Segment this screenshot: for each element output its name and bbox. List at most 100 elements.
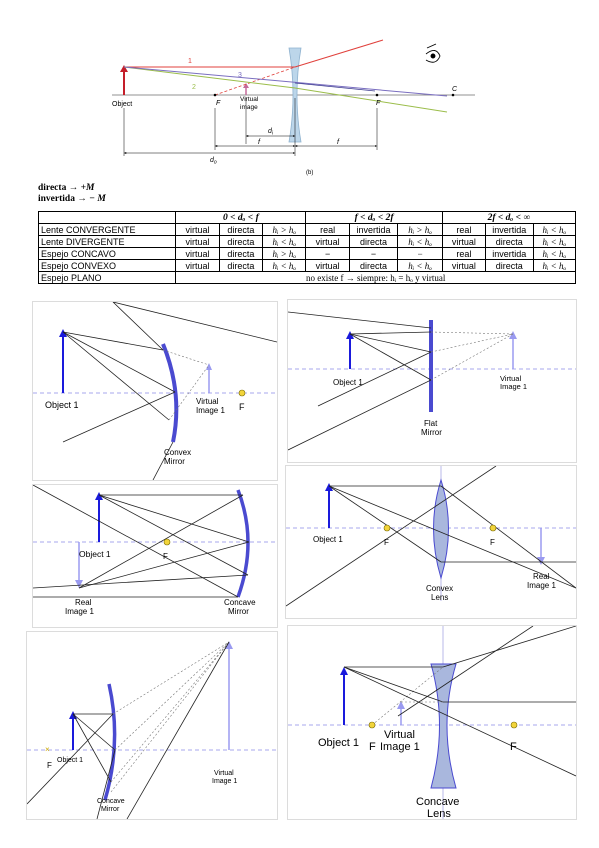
- concave-lens-shape: [430, 663, 457, 789]
- row-name: Lente DIVERGENTE: [37, 235, 177, 248]
- table-cell: directa: [218, 235, 264, 248]
- table-cell: virtual: [305, 259, 350, 272]
- p5-focus-label: F: [47, 761, 52, 770]
- p4-object-label: Object 1: [313, 535, 343, 544]
- image-properties-table: 0 < dₒ < f f < dₒ < 2f 2f < dₒ < ∞ Lente…: [37, 211, 577, 284]
- table-cell: virtual: [441, 235, 487, 248]
- table-cell: hᵢ > hₒ: [262, 223, 307, 236]
- table-cell: directa: [348, 235, 399, 248]
- corner-cell: [37, 211, 177, 224]
- legend-arrow: →: [77, 194, 87, 204]
- p3-object-label: Object 1: [79, 549, 111, 559]
- legend-invertida-value: − M: [89, 194, 106, 204]
- table-cell: virtual: [175, 235, 220, 248]
- legend-directa-word: directa: [38, 183, 67, 193]
- p5-object-label: Object 1: [57, 757, 83, 764]
- eye-icon: [425, 43, 441, 63]
- table-cell: hᵢ < hₒ: [262, 235, 307, 248]
- header-range-3: 2f < dₒ < ∞: [441, 211, 577, 224]
- table-row-plano: Espejo PLANO no existe f → siempre: hᵢ =…: [37, 271, 576, 284]
- table-cell: directa: [218, 259, 264, 272]
- plano-note: no existe f → siempre: hᵢ = hₒ y virtual: [175, 271, 576, 284]
- legend-line-invertida: invertida → − M: [38, 194, 106, 205]
- table-cell: hᵢ < hₒ: [397, 235, 443, 248]
- table-cell: directa: [485, 259, 534, 272]
- diverging-lens: [288, 47, 302, 143]
- row-name: Espejo CONCAVO: [37, 247, 177, 260]
- table-cell: invertida: [485, 223, 534, 236]
- header-range-1: 0 < dₒ < f: [175, 211, 307, 224]
- table-cell: real: [305, 223, 350, 236]
- table-cell: virtual: [305, 235, 350, 248]
- table-cell: hᵢ < hₒ: [262, 259, 307, 272]
- p1-object-label: Object 1: [45, 400, 79, 410]
- table-cell: virtual: [175, 247, 220, 260]
- p6-focus-right-label: F: [510, 741, 517, 753]
- table-cell: directa: [348, 259, 399, 272]
- table-cell: directa: [218, 247, 264, 260]
- do-label: do: [210, 157, 217, 166]
- row-name: Lente CONVERGENTE: [37, 223, 177, 236]
- table-cell: hᵢ < hₒ: [532, 247, 577, 260]
- object-label: Object: [112, 101, 132, 108]
- p6-object-label: Object 1: [318, 737, 359, 749]
- table-cell: hᵢ < hₒ: [532, 223, 577, 236]
- sign-convention-legend: directa → +M invertida → − M: [38, 183, 106, 205]
- legend-directa-value: +M: [80, 183, 95, 193]
- diverging-lens-ray-diagram: 1 2 3 F F C Object Virtual image di f f …: [112, 39, 475, 176]
- table-cell: −: [305, 247, 350, 260]
- table-cell: invertida: [485, 247, 534, 260]
- f-left-label: F: [216, 100, 221, 107]
- f-right-label: F: [376, 100, 381, 107]
- p2-object-label: Object 1: [333, 378, 363, 387]
- row-name: Espejo CONVEXO: [37, 259, 177, 272]
- ray-1-label: 1: [188, 58, 192, 65]
- c-label: C: [452, 86, 458, 93]
- legend-arrow: →: [68, 183, 79, 193]
- table-cell: directa: [485, 235, 534, 248]
- table-cell: hᵢ > hₒ: [262, 247, 307, 260]
- table-cell: −: [397, 247, 443, 260]
- table-header-row: 0 < dₒ < f f < dₒ < 2f 2f < dₒ < ∞: [37, 211, 577, 224]
- table-cell: real: [441, 223, 487, 236]
- table-cell: hᵢ < hₒ: [397, 259, 443, 272]
- p4-focus-right-label: F: [490, 538, 495, 547]
- p5-focus-marker: ×: [45, 745, 50, 754]
- table-cell: hᵢ > hₒ: [397, 223, 443, 236]
- table-cell: virtual: [175, 259, 220, 272]
- table-cell: −: [348, 247, 399, 260]
- legend-invertida-word: invertida: [38, 194, 75, 204]
- di-label: di: [268, 128, 274, 137]
- p3-focus-label: F: [163, 552, 168, 561]
- row-name: Espejo PLANO: [37, 271, 177, 284]
- table-cell: invertida: [348, 223, 399, 236]
- table-cell: directa: [218, 223, 264, 236]
- virtual-image-label-1: Virtual: [240, 96, 259, 103]
- ray-2-label: 2: [192, 84, 196, 91]
- table-cell: hᵢ < hₒ: [532, 235, 577, 248]
- figure-caption: (b): [306, 170, 313, 176]
- virtual-image-label-2: image: [240, 104, 258, 111]
- table-cell: real: [441, 247, 487, 260]
- ray-3-label: 3: [238, 72, 242, 79]
